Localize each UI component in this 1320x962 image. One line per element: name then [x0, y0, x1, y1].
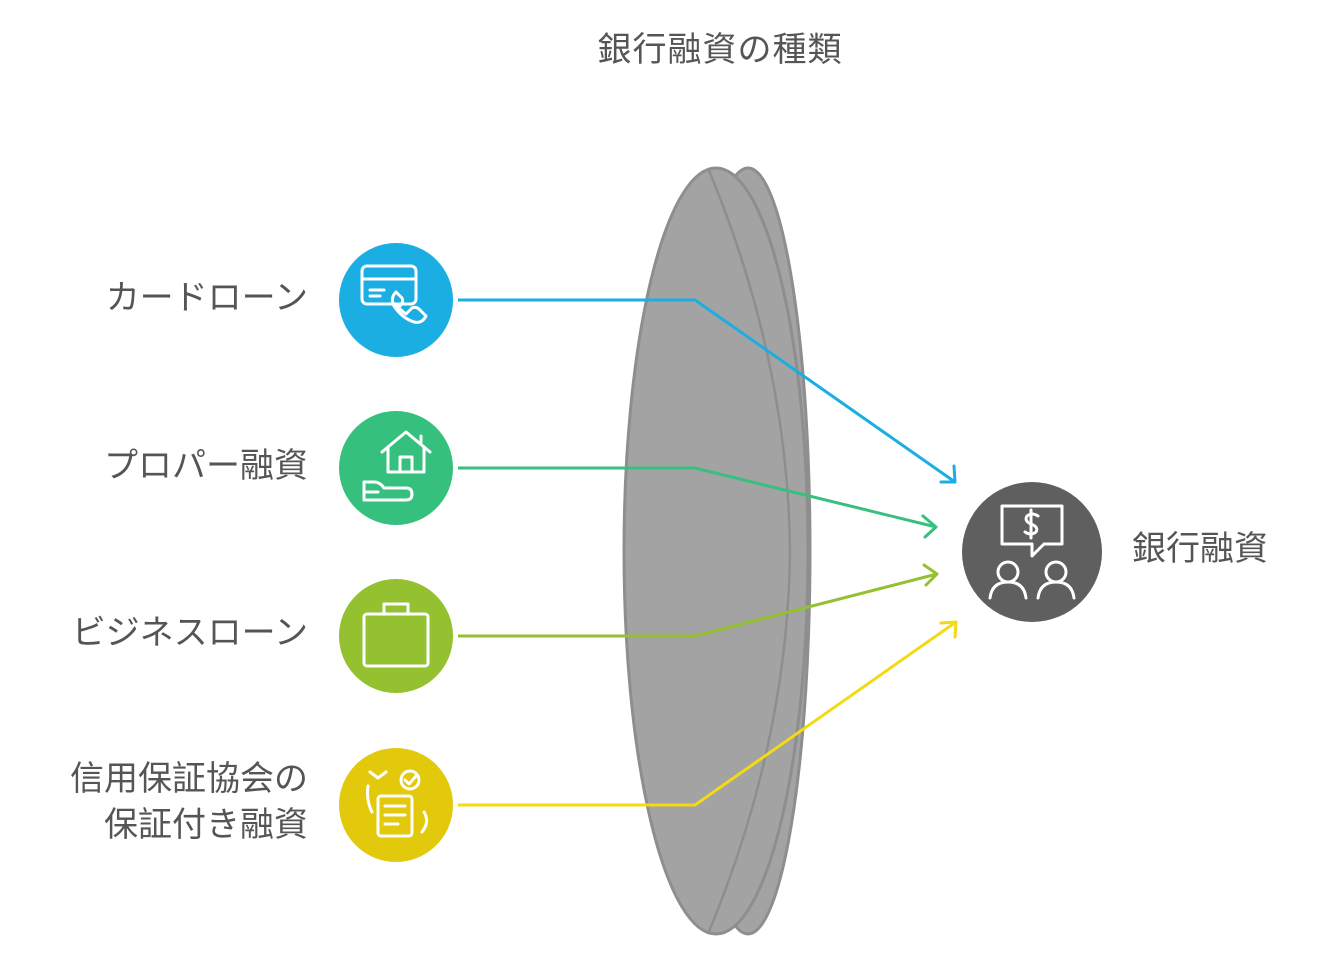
source-node-proper-loan — [339, 411, 453, 525]
lens-disc — [622, 166, 812, 936]
source-label-proper-loan: プロパー融資 — [104, 446, 308, 486]
source-label-guarantee-loan: 信用保証協会の 保証付き融資 — [70, 756, 308, 848]
connectors — [458, 298, 958, 807]
diagram-title: 銀行融資の種類 — [597, 30, 843, 70]
source-label-guarantee-line-1: 信用保証協会の — [70, 759, 308, 799]
checklist-hand-icon — [366, 769, 429, 838]
connector-proper-loan — [458, 466, 937, 529]
dollar-consult-icon — [988, 504, 1076, 600]
connector-business-loan — [458, 572, 938, 638]
lens-front — [622, 166, 810, 936]
connector-guarantee-loan — [458, 620, 957, 807]
arrowhead-business-loan — [922, 563, 939, 587]
house-hand-icon — [362, 430, 432, 502]
connector-card-loan — [458, 298, 956, 484]
source-label-card-loan: カードローン — [105, 278, 308, 318]
source-node-card-loan — [339, 243, 453, 357]
briefcase-icon — [362, 602, 430, 668]
arrowhead-card-loan — [939, 464, 957, 484]
target-label: 銀行融資 — [1132, 529, 1268, 569]
lens-rim — [706, 167, 792, 935]
source-node-business-loan — [339, 579, 453, 693]
source-node-guarantee-loan — [339, 748, 453, 862]
source-label-business-loan: ビジネスローン — [71, 613, 308, 653]
arrowhead-guarantee-loan — [939, 620, 958, 639]
card-phone-icon — [360, 264, 428, 324]
source-label-guarantee-line-2: 保証付き融資 — [104, 805, 308, 845]
arrowhead-proper-loan — [921, 514, 938, 539]
target-node — [962, 482, 1102, 622]
